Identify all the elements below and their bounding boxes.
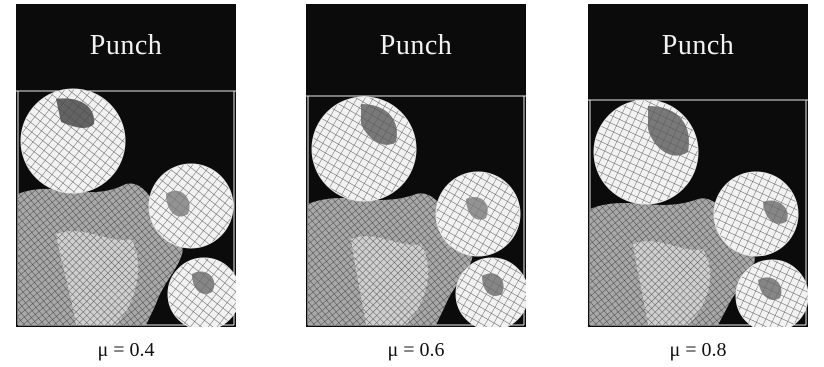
simulation-panel-2: Punch: [306, 4, 526, 327]
punch-label: Punch: [661, 30, 735, 61]
simulation-panel-3: Punch: [588, 4, 808, 327]
particle-mesh-image-3: [588, 99, 808, 327]
friction-caption-3: μ = 0.8: [669, 339, 727, 361]
friction-caption-1: μ = 0.4: [97, 339, 155, 361]
punch-label: Punch: [379, 30, 453, 61]
particle-mesh-image-1: [16, 88, 236, 327]
particle-mesh-image-2: [306, 95, 526, 327]
punch-label: Punch: [89, 30, 163, 61]
friction-caption-2: μ = 0.6: [387, 339, 445, 361]
simulation-panel-1: Punch: [16, 4, 236, 327]
